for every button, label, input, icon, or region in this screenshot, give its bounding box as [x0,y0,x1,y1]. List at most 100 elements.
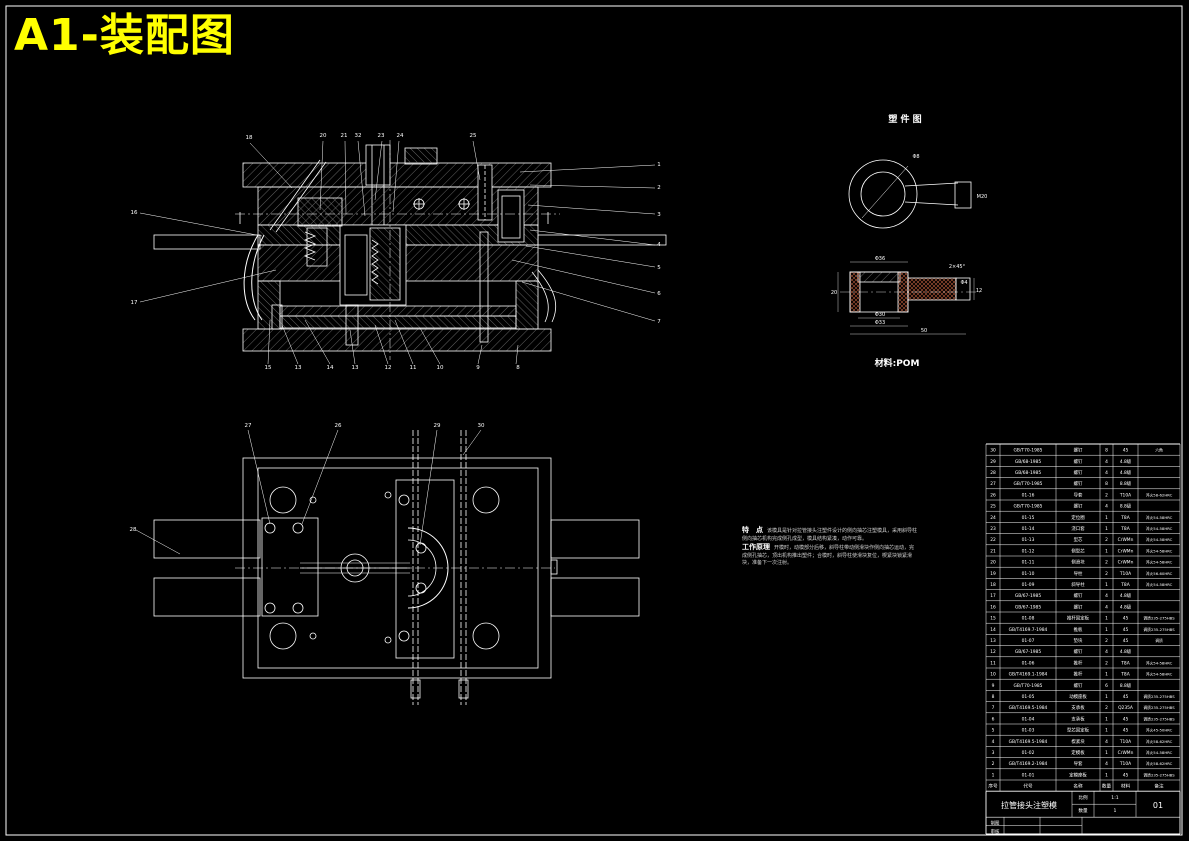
table-cell: GB/T4169.1-1984 [1009,672,1048,678]
table-cell: 淬火54-58HRC [1146,548,1173,553]
table-cell: 01-15 [1022,515,1035,521]
title-block-value: 1 [1114,808,1117,814]
table-cell: GB/T4169.5-1984 [1009,739,1048,745]
table-cell: 8 [992,694,995,700]
table-cell: 13 [990,638,996,644]
table-cell: 螺钉 [1074,503,1083,510]
part-drawing [837,159,980,335]
callout-bottom: 8 [516,365,520,371]
callout-right: 7 [657,319,661,325]
main-view-leaders [139,140,656,365]
callout-top: 24 [397,133,404,139]
table-cell: 淬火54-58HRC [1146,560,1173,565]
callout-plan: 26 [335,423,342,429]
table-cell: CrWMn [1118,537,1134,543]
table-cell: GB/67-1985 [1015,649,1041,655]
table-cell: 导柱 [1074,570,1083,577]
table-cell: T10A [1119,571,1131,577]
table-cell: 2 [992,761,995,767]
table-cell: 01-10 [1022,571,1035,577]
table-cell: 1 [1105,694,1108,700]
table-cell: 淬火54-58HRC [1146,526,1173,531]
table-cell: 4 [1105,761,1108,767]
table-cell: GB/68-1985 [1015,459,1041,465]
table-cell: 调质235-275HBS [1143,616,1175,621]
table-cell: 12 [990,649,996,655]
table-cell: 1 [1105,616,1108,622]
plan-view [153,430,640,705]
table-cell: 螺钉 [1074,603,1083,610]
table-cell: 2 [1105,492,1108,498]
table-cell: 9 [992,683,995,689]
table-cell: 3 [992,750,995,756]
table-cell: 45 [1123,728,1129,734]
table-cell: 4 [1105,604,1108,610]
table-cell: 4.8级 [1120,469,1132,476]
table-cell: 调质235-275HBS [1143,694,1175,699]
table-cell: 4.8级 [1120,458,1132,465]
table-cell: 4 [992,739,995,745]
table-cell: 4.8级 [1120,648,1132,655]
table-cell: GB/T70-1985 [1014,683,1043,689]
table-cell: T8A [1120,515,1129,521]
callout-top: 23 [378,133,385,139]
table-cell: 15 [990,616,996,622]
table-cell: 支承板 [1071,715,1085,722]
table-header: 材料 [1121,783,1131,790]
table-cell: 01-16 [1022,492,1035,498]
notes-heading-features: 特 点 [742,526,763,534]
callout-bottom: 13 [352,365,359,371]
table-cell: 25 [990,504,996,510]
callout-plan: 30 [478,423,485,429]
table-cell: 螺钉 [1074,648,1083,655]
table-cell: 型芯 [1074,536,1083,543]
table-cell: T8A [1120,672,1129,678]
table-cell: 28 [990,470,996,476]
table-cell: T10A [1119,739,1131,745]
table-cell: GB/67-1985 [1015,604,1041,610]
title-block-drawing-no: 01 [1153,801,1163,810]
table-cell: 螺钉 [1074,682,1083,689]
table-cell: 26 [990,492,996,498]
table-cell: 01-05 [1022,694,1035,700]
table-cell: T8A [1120,526,1129,532]
callout-plan: 28 [130,527,137,533]
callout-top: 18 [246,135,253,141]
table-cell: 定模座板 [1069,771,1087,778]
table-cell: 45 [1123,638,1129,644]
table-cell: GB/67-1985 [1015,593,1041,599]
table-cell: 2 [1105,638,1108,644]
table-cell: 45 [1123,716,1129,722]
table-cell: 1 [1105,728,1108,734]
table-cell: GB/68-1985 [1015,470,1041,476]
table-cell: 24 [990,515,996,521]
table-cell: 20 [990,560,996,566]
table-cell: 8.8级 [1120,503,1132,510]
callout-right: 5 [657,265,661,271]
table-cell: 淬火54-58HRC [1146,582,1173,587]
sheet-title: A1-装配图 [14,10,235,61]
table-cell: 螺钉 [1074,480,1083,487]
notes-principle-text: 开模时，动模部分后移，斜导柱带动侧滑块作侧向抽芯运动，完成侧孔抽芯，顶出机构推出… [742,545,915,567]
table-cell: 导套 [1074,760,1083,767]
table-cell: 淬火54-58HRC [1146,672,1173,677]
table-cell: 侧滑块 [1071,559,1085,566]
title-block-value: 1:1 [1111,795,1118,801]
table-cell: 1 [1105,772,1108,778]
part-dimension: 50 [921,328,927,334]
table-cell: GB/T70-1985 [1014,504,1043,510]
table-cell: GB/T4169.2-1984 [1009,761,1048,767]
part-dimension: Φ8 [912,154,919,160]
table-cell: CrWMn [1118,560,1134,566]
table-cell: 2 [1105,705,1108,711]
table-cell: 01-02 [1022,750,1035,756]
table-cell: 型芯固定板 [1067,727,1090,734]
callout-top: 21 [341,133,348,139]
callout-bottom: 15 [265,365,272,371]
table-cell: 01-12 [1022,548,1035,554]
table-cell: 1 [1105,582,1108,588]
callout-bottom: 14 [327,365,334,371]
table-cell: 16 [990,604,996,610]
